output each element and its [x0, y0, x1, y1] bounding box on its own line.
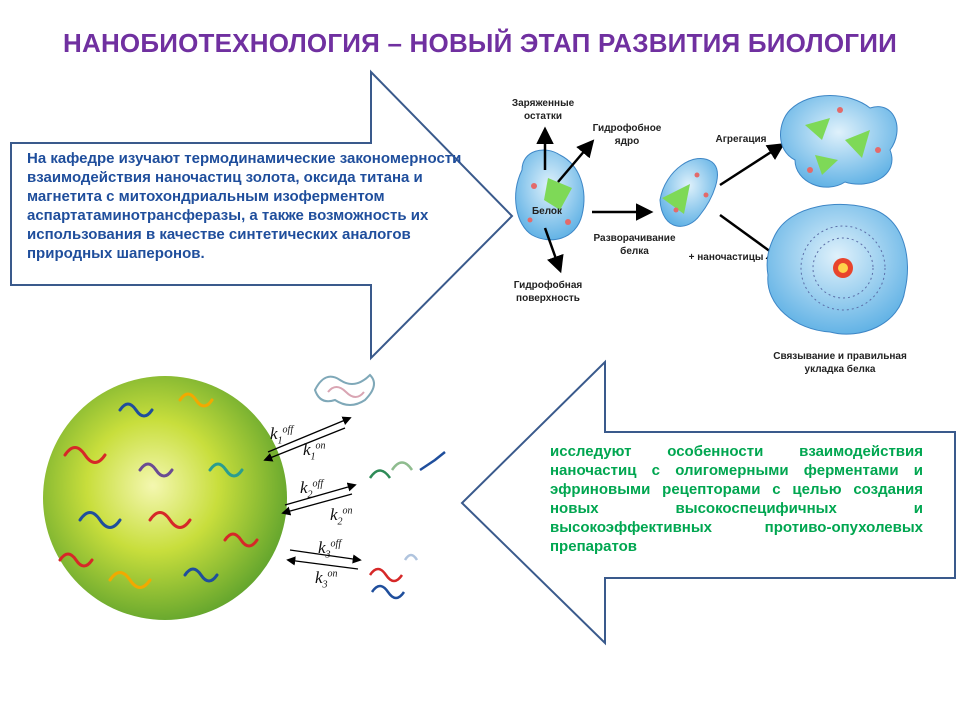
equilibrium-arrows-3 — [286, 549, 362, 570]
equilibrium-arrows-1 — [263, 416, 352, 462]
label-unfolding: Разворачивание белка — [593, 233, 676, 257]
label-hydrophobic-surface: Гидрофобная поверхность — [513, 280, 583, 304]
arrow-to-surface — [543, 227, 564, 274]
nanoparticle-complex — [766, 203, 908, 335]
protein-structure-1 — [313, 373, 375, 406]
rate-k2-on: k2on — [330, 505, 353, 528]
label-plus-nanoparticles: + наночастицы — [688, 252, 764, 263]
label-binding-folding: Связывание и правильная укладка белка — [773, 351, 907, 375]
gold-nanoparticle-sphere — [43, 376, 287, 620]
right-arrow-shape — [460, 359, 956, 646]
rate-k2-off: k2off — [300, 478, 324, 501]
rate-k1-off: k1off — [270, 424, 294, 447]
protein-structure-2 — [368, 451, 446, 479]
arrow-to-core — [557, 139, 595, 183]
right-arrow-text: исследуют особенности взаимодействия нан… — [550, 443, 923, 556]
rate-k3-on: k3on — [315, 568, 338, 591]
label-protein: Белок — [531, 206, 563, 217]
protein-structure-3 — [368, 553, 419, 600]
slide-title: НАНОБИОТЕХНОЛОГИЯ – НОВЫЙ ЭТАП РАЗВИТИЯ … — [63, 28, 897, 58]
label-aggregation: Агрегация — [715, 134, 767, 145]
aggregate-cluster — [780, 95, 898, 188]
label-hydrophobic-core: Гидрофобное ядро — [592, 123, 662, 147]
rate-k1-on: k1on — [303, 440, 326, 463]
unfolded-protein — [659, 157, 718, 227]
label-charged-residues: Заряженные остатки — [511, 98, 575, 122]
equilibrium-arrows-2 — [281, 482, 357, 516]
rate-k3-off: k3off — [318, 538, 342, 561]
arrow-aggregation — [719, 143, 785, 187]
left-arrow-shape — [10, 69, 514, 361]
left-arrow-text: На кафедре изучают термодинамические зак… — [27, 150, 462, 263]
